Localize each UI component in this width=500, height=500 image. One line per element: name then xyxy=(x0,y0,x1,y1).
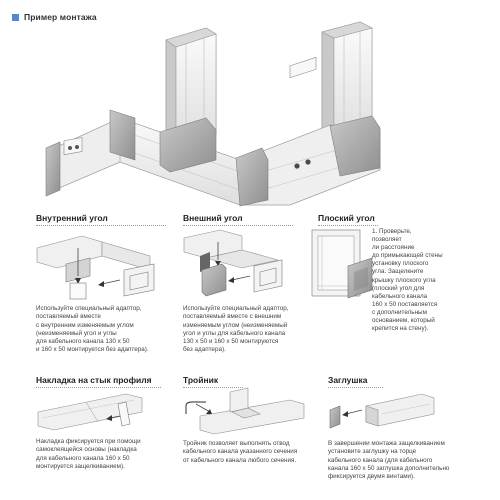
note-line: кабельного канала xyxy=(372,292,428,300)
installation-illustration xyxy=(45,21,381,207)
desc-line: с внутренним изменяемым углом xyxy=(36,321,134,329)
vertical-channel-left xyxy=(165,27,217,148)
right-corner-piece xyxy=(329,115,381,177)
note-line: крепится на стену). xyxy=(372,325,429,333)
end-cap-illustration xyxy=(329,393,435,429)
desc-line: фиксируется двумя винтами). xyxy=(328,473,415,481)
flat-corner-illustration xyxy=(311,229,373,299)
desc-line: монтируется защелкиванием). xyxy=(36,462,125,470)
section-divider xyxy=(36,387,161,389)
inner-corner-piece xyxy=(109,109,136,161)
note-line: с дополнительным xyxy=(372,308,427,316)
left-end-piece xyxy=(45,141,61,197)
note-line: (плоский угол для xyxy=(372,284,425,292)
desc-line: кабельного канала указанного сечения xyxy=(183,448,298,456)
tee-illustration xyxy=(185,387,305,435)
desc-line: Используйте специальный адаптор, xyxy=(36,305,142,312)
joint-cover-illustration xyxy=(37,393,143,431)
section-divider xyxy=(36,225,166,227)
section-divider xyxy=(183,225,293,227)
page-title: Пример монтажа xyxy=(24,12,97,22)
note-line: 1. Проверьте, xyxy=(372,228,412,235)
desc-line: кабельного канала (для кабельного xyxy=(328,456,433,464)
section-divider xyxy=(183,387,243,389)
section-desc-inner-corner: Используйте специальный адаптор, поставл… xyxy=(36,305,149,355)
desc-line: Используйте специальный адаптор, xyxy=(183,305,289,312)
desc-line: изменяемым углом (неизменяемый xyxy=(183,321,288,329)
vertical-channel-right xyxy=(321,21,373,143)
desc-line: угол и углы для кабельного канала xyxy=(183,329,286,337)
note-line: угла. Защелкните xyxy=(372,268,424,276)
desc-line: для кабельного канала 160 х 50 xyxy=(36,454,130,462)
section-title-joint-cover: Накладка на стык профиля xyxy=(36,375,152,385)
note-line: позволяет xyxy=(372,236,402,244)
desc-line: без адаптера). xyxy=(183,346,226,354)
note-line: установку плоского xyxy=(372,260,429,268)
desc-line: 130 х 50 и 160 х 50 монтируются xyxy=(183,338,279,346)
section-desc-tee: Тройник позволяет выполнять отвод кабель… xyxy=(183,440,297,465)
desc-line: поставляемый вместе xyxy=(36,313,101,321)
section-title-end-cap: Заглушка xyxy=(328,375,368,385)
outer-corner-illustration xyxy=(183,229,283,297)
desc-line: Тройник позволяет выполнять отвод xyxy=(183,440,290,447)
section-title-flat-corner: Плоский угол xyxy=(318,213,375,223)
outer-corner-piece xyxy=(235,147,269,207)
desc-line: Накладка фиксируется при помощи xyxy=(36,438,141,445)
note-line: ли расстояние xyxy=(372,244,415,252)
section-title-outer-corner: Внешний угол xyxy=(183,213,243,223)
section-title-tee: Тройник xyxy=(183,375,219,385)
page-header: Пример монтажа xyxy=(12,11,97,23)
section-desc-joint-cover: Накладка фиксируется при помощи самоклея… xyxy=(36,438,141,471)
desc-line: самоклеящейся основы (накладка xyxy=(36,446,137,454)
section-divider xyxy=(328,387,383,389)
desc-line: от кабельного канала любого сечения. xyxy=(183,456,297,464)
socket-outlet-left xyxy=(63,137,83,156)
section-divider xyxy=(318,225,378,227)
desc-line: (неизменяемый угол и углы xyxy=(36,329,117,337)
desc-line: для кабельного канала 130 х 50 xyxy=(36,338,130,346)
section-desc-end-cap: В завершении монтажа защелкиванием устан… xyxy=(328,440,449,481)
desc-line: канала 160 х 50 заглушка дополнительно xyxy=(328,464,450,472)
socket-outlet-right xyxy=(289,56,317,169)
section-title-inner-corner: Внутренний угол xyxy=(36,213,108,223)
junction-cover-left xyxy=(159,117,217,173)
note-line: до примыкающей стены xyxy=(372,252,443,260)
inner-corner-illustration xyxy=(36,235,155,300)
desc-line: установите заглушку на торце xyxy=(328,448,417,456)
section-desc-outer-corner: Используйте специальный адаптор, поставл… xyxy=(183,305,289,355)
header-square-icon xyxy=(12,13,19,21)
desc-line: В завершении монтажа защелкиванием xyxy=(328,440,445,447)
note-line: основанием, который xyxy=(372,317,435,325)
note-line: крышку плоского угла xyxy=(372,276,436,284)
desc-line: и 160 х 50 монтируется без адаптера). xyxy=(36,346,149,354)
section-note-flat-corner: 1. Проверьте, позволяет ли расстояние до… xyxy=(372,228,443,333)
note-line: 160 х 50 поставляется xyxy=(372,300,438,308)
desc-line: поставляемый вместе с внешним xyxy=(183,313,282,321)
